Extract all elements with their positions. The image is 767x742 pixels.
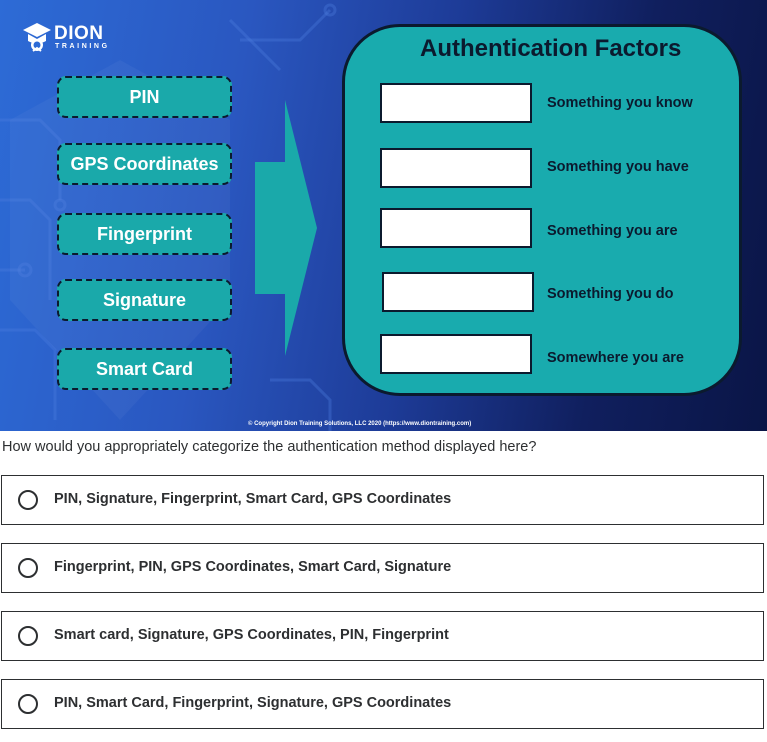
answer-option-1[interactable]: PIN, Signature, Fingerprint, Smart Card,…	[1, 475, 764, 525]
factor-slot-do	[382, 272, 534, 312]
logo-brand-text: DION	[54, 23, 104, 44]
method-pin: PIN	[57, 76, 232, 118]
factor-label-do: Something you do	[547, 286, 674, 302]
right-arrow-icon	[255, 100, 317, 356]
factor-label-know: Something you know	[547, 95, 693, 111]
answer-option-label[interactable]: PIN, Signature, Fingerprint, Smart Card,…	[54, 491, 452, 507]
factor-slot-where	[380, 334, 532, 374]
radio-button-icon[interactable]	[18, 558, 38, 578]
question-text: How would you appropriately categorize t…	[2, 439, 537, 455]
answer-option-label[interactable]: Smart card, Signature, GPS Coordinates, …	[54, 627, 449, 643]
panel-title: Authentication Factors	[420, 35, 682, 62]
factor-label-are: Something you are	[547, 223, 678, 239]
logo-sub-text: TRAINING	[55, 43, 110, 50]
method-smart-card: Smart Card	[57, 348, 232, 390]
radio-button-icon[interactable]	[18, 626, 38, 646]
answer-option-label[interactable]: PIN, Smart Card, Fingerprint, Signature,…	[54, 695, 452, 711]
factor-slot-are	[380, 208, 532, 248]
dion-training-logo: DION TRAINING	[22, 21, 122, 53]
factor-label-where: Somewhere you are	[547, 350, 684, 366]
method-gps-coordinates: GPS Coordinates	[57, 143, 232, 185]
answer-option-4[interactable]: PIN, Smart Card, Fingerprint, Signature,…	[1, 679, 764, 729]
graduation-cap-icon	[23, 23, 51, 52]
copyright-text: © Copyright Dion Training Solutions, LLC…	[248, 421, 472, 427]
question-slide-image: DION TRAINING PIN GPS Coordinates Finger…	[0, 0, 767, 431]
answer-option-3[interactable]: Smart card, Signature, GPS Coordinates, …	[1, 611, 764, 661]
answer-option-label[interactable]: Fingerprint, PIN, GPS Coordinates, Smart…	[54, 559, 452, 575]
factor-slot-know	[380, 83, 532, 123]
answer-option-2[interactable]: Fingerprint, PIN, GPS Coordinates, Smart…	[1, 543, 764, 593]
radio-button-icon[interactable]	[18, 490, 38, 510]
radio-button-icon[interactable]	[18, 694, 38, 714]
method-fingerprint: Fingerprint	[57, 213, 232, 255]
factor-label-have: Something you have	[547, 159, 689, 175]
method-signature: Signature	[57, 279, 232, 321]
factor-slot-have	[380, 148, 532, 188]
